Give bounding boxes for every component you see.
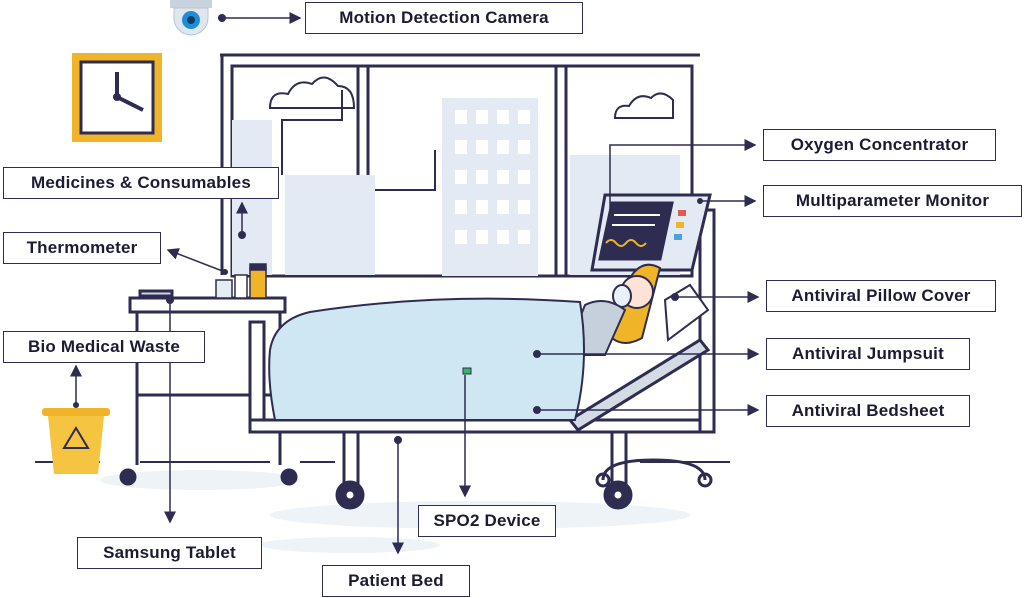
camera-icon [170,0,212,36]
biohazard-bin-icon [42,408,110,474]
label-antiviral-pillow-cover: Antiviral Pillow Cover [766,280,996,312]
label-spo2-device: SPO2 Device [418,505,556,537]
patient-bed [248,208,716,510]
medicine-bottles-icon [215,263,267,299]
clock-icon [72,53,162,142]
label-thermometer: Thermometer [3,232,161,264]
label-antiviral-bedsheet: Antiviral Bedsheet [766,395,970,427]
label-patient-bed: Patient Bed [322,565,470,597]
label-bio-medical-waste: Bio Medical Waste [3,331,205,363]
label-samsung-tablet: Samsung Tablet [77,537,262,569]
label-antiviral-jumpsuit: Antiviral Jumpsuit [766,338,970,370]
label-oxygen-concentrator: Oxygen Concentrator [763,129,996,161]
monitor-icon [590,193,712,272]
label-medicines-consumables: Medicines & Consumables [3,167,279,199]
bedsheet [268,297,585,421]
label-motion-detection-camera: Motion Detection Camera [305,2,583,34]
label-multiparameter-monitor: Multiparameter Monitor [763,185,1022,217]
spo2-clip-icon [462,367,472,375]
